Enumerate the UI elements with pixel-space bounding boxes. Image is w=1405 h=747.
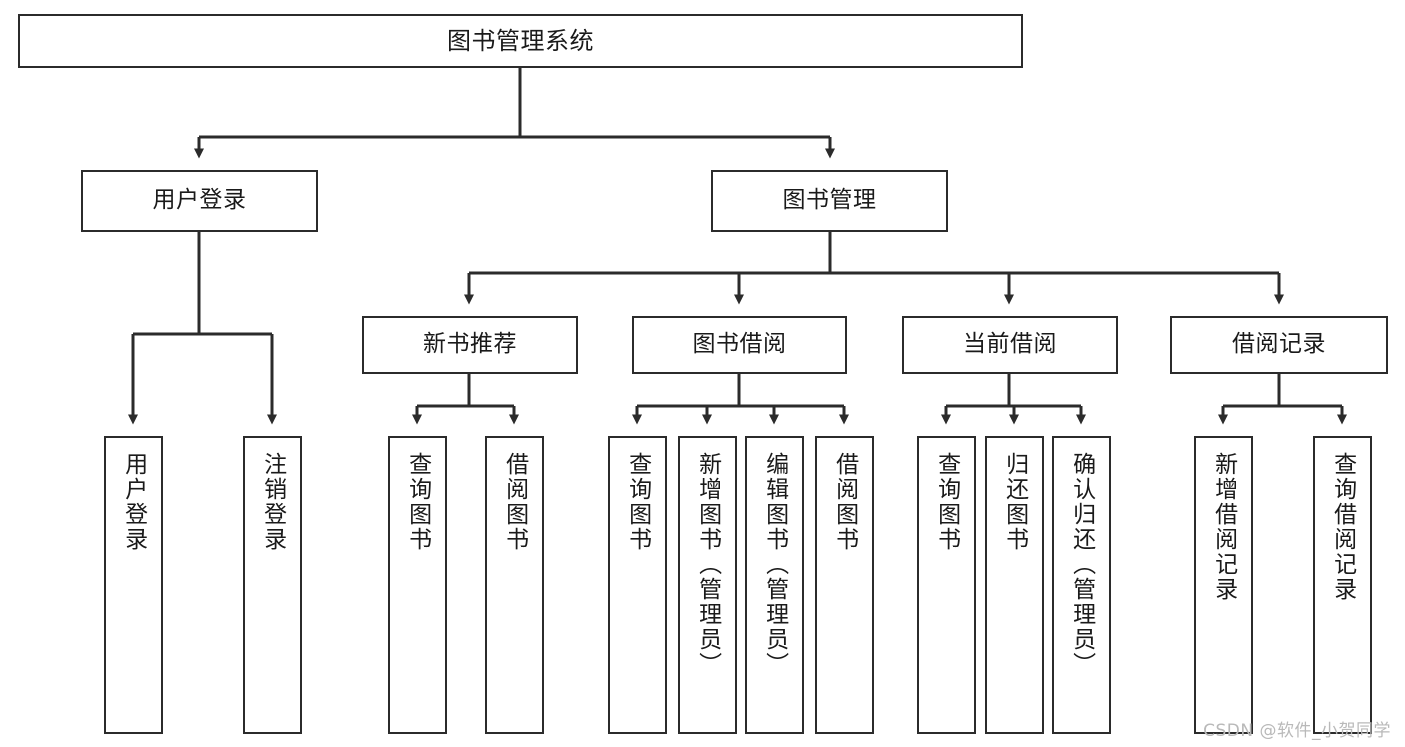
node-label: 查询借阅记录 xyxy=(1329,452,1356,602)
node-new-book-recommend[interactable]: 新书推荐 xyxy=(362,316,578,374)
node-leaf-confirm-return[interactable]: 确认归还（管理员） xyxy=(1052,436,1111,734)
node-leaf-add-borrow-record[interactable]: 新增借阅记录 xyxy=(1194,436,1253,734)
node-book-borrow[interactable]: 图书借阅 xyxy=(632,316,847,374)
node-book-management-system[interactable]: 图书管理系统 xyxy=(18,14,1023,68)
node-label: 新书推荐 xyxy=(423,331,517,358)
node-label: 借阅图书 xyxy=(831,452,858,552)
node-label: 归还图书 xyxy=(1001,452,1028,552)
node-label: 编辑图书（管理员） xyxy=(761,452,788,677)
node-leaf-query-book-3[interactable]: 查询图书 xyxy=(917,436,976,734)
node-leaf-edit-book[interactable]: 编辑图书（管理员） xyxy=(745,436,804,734)
node-label: 新增图书（管理员） xyxy=(694,452,721,677)
node-label: 用户登录 xyxy=(120,452,147,552)
node-label: 查询图书 xyxy=(933,452,960,552)
node-leaf-query-borrow-record[interactable]: 查询借阅记录 xyxy=(1313,436,1372,734)
node-leaf-user-login[interactable]: 用户登录 xyxy=(104,436,163,734)
node-leaf-query-book-1[interactable]: 查询图书 xyxy=(388,436,447,734)
node-book-manage[interactable]: 图书管理 xyxy=(711,170,948,232)
node-user-login[interactable]: 用户登录 xyxy=(81,170,318,232)
node-leaf-logout-login[interactable]: 注销登录 xyxy=(243,436,302,734)
node-leaf-query-book-2[interactable]: 查询图书 xyxy=(608,436,667,734)
node-label: 借阅图书 xyxy=(501,452,528,552)
node-leaf-return-book[interactable]: 归还图书 xyxy=(985,436,1044,734)
node-label: 图书管理 xyxy=(782,187,877,214)
node-label: 新增借阅记录 xyxy=(1210,452,1237,602)
node-label: 图书借阅 xyxy=(692,331,787,358)
node-label: 查询图书 xyxy=(624,452,651,552)
node-label: 当前借阅 xyxy=(963,331,1057,358)
node-leaf-borrow-book-2[interactable]: 借阅图书 xyxy=(815,436,874,734)
node-borrow-record[interactable]: 借阅记录 xyxy=(1170,316,1388,374)
node-label: 查询图书 xyxy=(404,452,431,552)
node-label: 借阅记录 xyxy=(1232,331,1326,358)
node-label: 用户登录 xyxy=(152,187,247,214)
node-label: 图书管理系统 xyxy=(447,26,594,55)
node-leaf-borrow-book-1[interactable]: 借阅图书 xyxy=(485,436,544,734)
node-label: 确认归还（管理员） xyxy=(1068,452,1095,677)
node-leaf-add-book[interactable]: 新增图书（管理员） xyxy=(678,436,737,734)
node-current-borrow[interactable]: 当前借阅 xyxy=(902,316,1118,374)
node-label: 注销登录 xyxy=(259,452,286,552)
